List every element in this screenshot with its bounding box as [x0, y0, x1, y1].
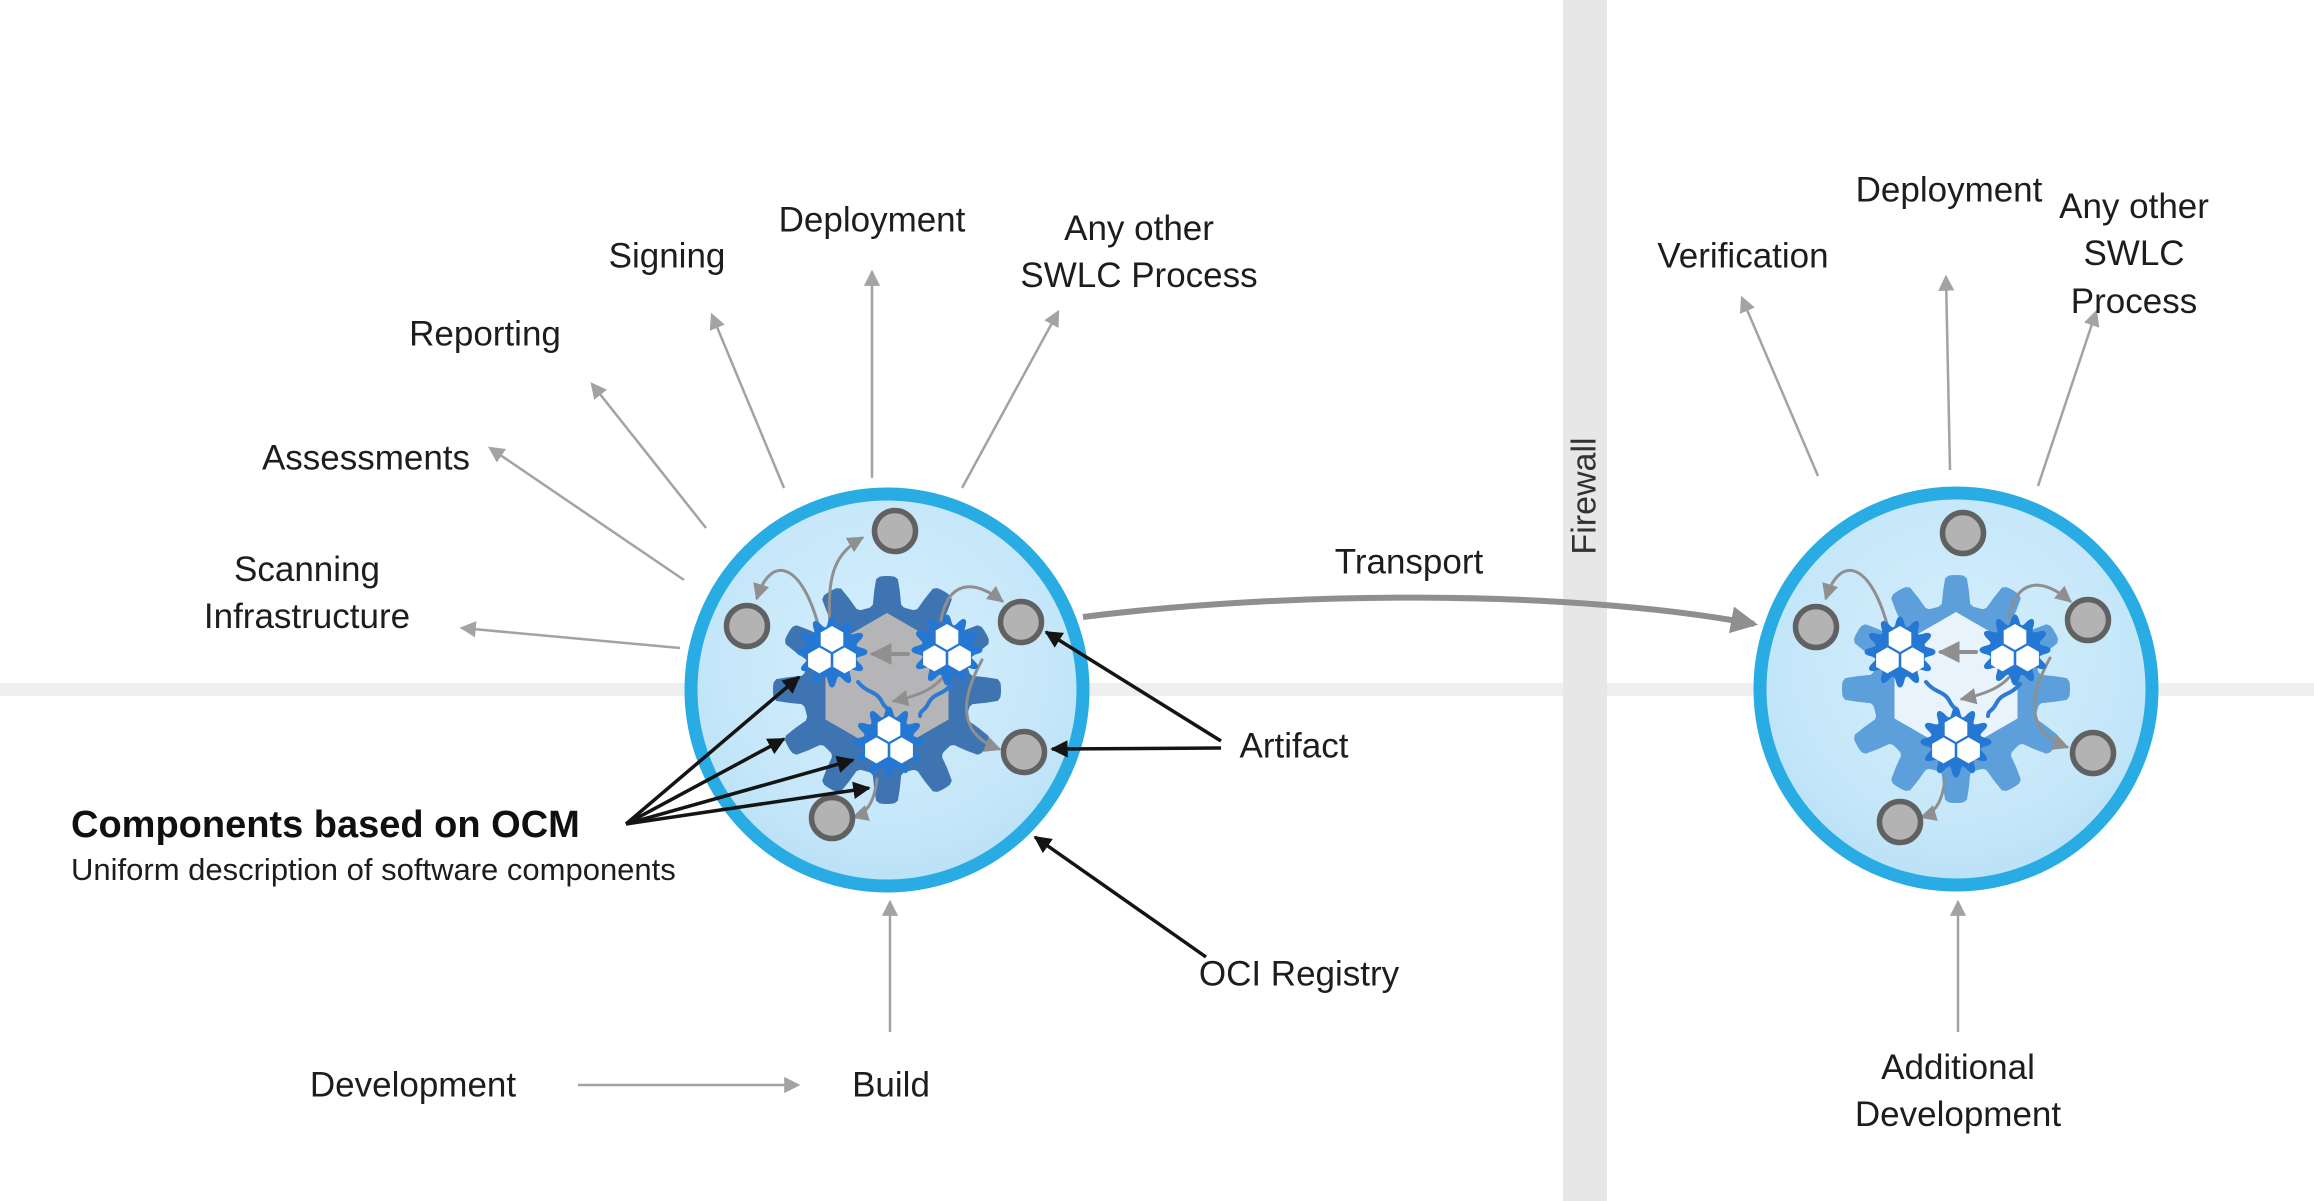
component-hexagon-icon [1888, 626, 1912, 652]
flow-arrow [1822, 568, 1889, 626]
right-oci-registry-hub [1753, 486, 2159, 892]
flow-arrow [965, 658, 1002, 752]
components-callout-arrow [625, 781, 871, 826]
artifact-nodes [1792, 509, 2117, 846]
component-hexagon-icon [1957, 737, 1980, 764]
arrow-signing [709, 312, 786, 489]
label-artifact: Artifact [1239, 726, 1349, 766]
label-firewall: Firewall [1565, 437, 1604, 555]
component-hexagon-icon [948, 645, 971, 672]
build-flow-arrows [578, 899, 1967, 1094]
label-additional-development: Additional Development [1854, 1047, 2062, 1134]
component-hexagon-icon [877, 716, 901, 742]
label-development: Development [309, 1065, 517, 1105]
arrow-verification [1739, 295, 1820, 477]
artifact-node-icon [808, 794, 856, 842]
component-hexagon-icon [2016, 645, 2039, 672]
flow-arrow [2007, 583, 2072, 620]
arrow-assessments [487, 446, 685, 582]
component-hexagon-icon [808, 647, 831, 674]
label-components-subtitle: Uniform description of software componen… [71, 852, 676, 887]
component-hexagon-icon [1901, 647, 1924, 674]
components-callout-arrow [625, 755, 855, 826]
right-process-arrows [1739, 274, 2100, 487]
artifact-nodes [723, 507, 1048, 842]
component-hexagon-icon [833, 647, 856, 674]
arrow-reporting [590, 382, 707, 529]
arrow-any-other-left [960, 309, 1060, 489]
component-hexagon-icon [1944, 716, 1968, 742]
artifact-node-icon [1876, 798, 1924, 846]
artifact-node-icon [2064, 596, 2112, 644]
label-signing: Signing [608, 236, 726, 276]
right-internal-flow-arrows [1822, 568, 2072, 821]
label-build: Build [852, 1065, 930, 1105]
arrow-deployment-right [1938, 274, 1955, 471]
puzzle-squiggle [918, 682, 954, 718]
ocm-component-icon [1864, 616, 1936, 688]
annotation-arrows [624, 630, 1222, 959]
arrow-scanning-infrastructure [459, 621, 681, 650]
puzzle-squiggle [1986, 682, 2022, 718]
label-any-other-left: Any other SWLC Process [1020, 208, 1258, 295]
ocm-component-icon [911, 614, 983, 686]
label-reporting: Reporting [409, 314, 561, 354]
artifact-node-icon [2069, 729, 2117, 777]
label-verification: Verification [1657, 236, 1829, 276]
component-hexagon-icon [1932, 737, 1955, 764]
artifact-node-icon [1792, 603, 1840, 651]
component-hexagon-icon [1991, 645, 2014, 672]
arrow-any-other-right [2036, 309, 2100, 487]
ocm-component-icon [1979, 614, 2051, 686]
flow-arrow [827, 536, 865, 627]
label-deployment-left: Deployment [778, 200, 966, 240]
oci-registry-callout-arrow [1033, 835, 1208, 959]
transport-arrow [1082, 594, 1758, 634]
label-deployment-right: Deployment [1855, 170, 2043, 210]
component-hexagon-icon [1876, 647, 1899, 674]
ocm-component-icon [1920, 706, 1992, 778]
label-transport: Transport [1334, 542, 1484, 582]
component-hexagon-icon [935, 624, 959, 650]
artifact-node-icon [723, 602, 771, 650]
artifact-callout-arrow [1050, 740, 1222, 758]
component-hexagon-icon [890, 737, 913, 764]
artifact-node-icon [1939, 509, 1987, 557]
flow-arrow [2033, 656, 2070, 750]
ocm-component-icon [853, 706, 925, 778]
component-hexagon-icon [2003, 624, 2027, 650]
artifact-node-icon [1000, 728, 1048, 776]
flow-arrow [939, 585, 1004, 622]
component-hexagon-icon [865, 737, 888, 764]
label-components-title: Components based on OCM [71, 804, 580, 846]
artifact-node-icon [871, 507, 919, 555]
components-callout-arrow [625, 737, 786, 826]
component-hexagon-icon [923, 645, 946, 672]
flow-arrow [1919, 777, 1947, 821]
left-oci-registry-hub [684, 487, 1090, 893]
label-oci-registry: OCI Registry [1198, 954, 1400, 994]
component-hexagon-icon [820, 626, 844, 652]
artifact-callout-arrow [1044, 630, 1222, 743]
ocm-component-icon [796, 616, 868, 688]
left-process-arrows [459, 269, 1060, 650]
flow-arrow [753, 568, 820, 626]
artifact-node-icon [997, 598, 1045, 646]
horizontal-band [0, 683, 2314, 696]
label-any-other-right: Any other SWLC Process [2059, 187, 2209, 321]
label-scanning-infrastructure: Scanning Infrastructure [203, 549, 411, 636]
components-callout-arrow [624, 675, 801, 826]
label-assessments: Assessments [261, 438, 471, 478]
flow-arrow [851, 777, 879, 821]
